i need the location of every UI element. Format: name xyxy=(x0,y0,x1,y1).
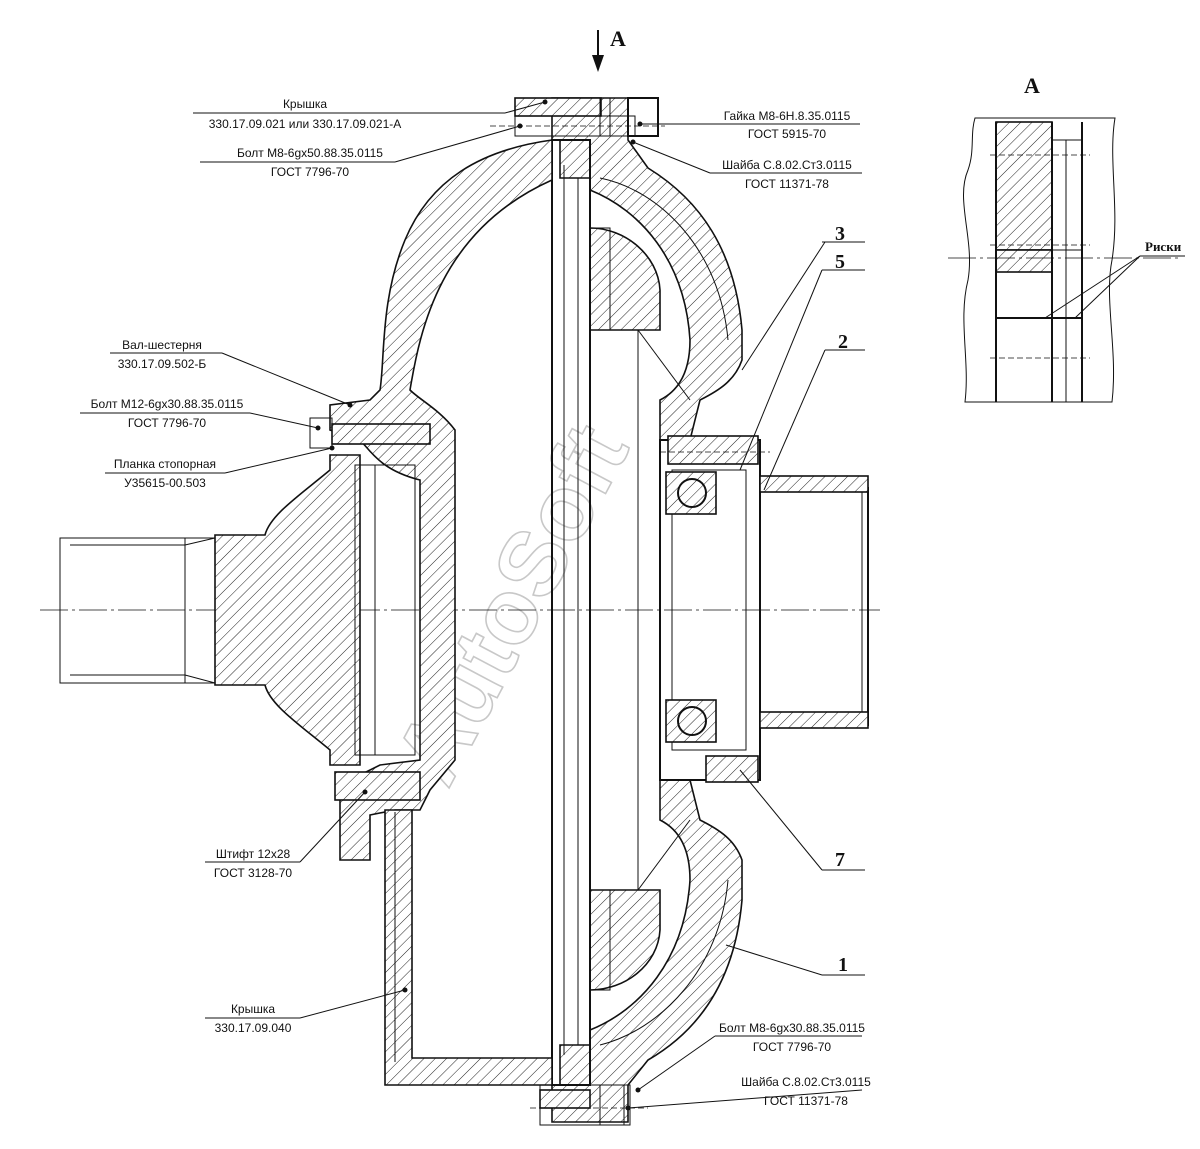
callout-cover-bottom-name: Крышка xyxy=(231,1002,275,1016)
callout-pin-name: Штифт 12х28 xyxy=(216,847,291,861)
callout-pin-code: ГОСТ 3128-70 xyxy=(214,866,292,880)
position-7: 7 xyxy=(835,849,845,871)
bottom-bolt-joint xyxy=(530,1084,648,1126)
callout-washer-top-name: Шайба С.8.02.Ст3.0115 xyxy=(722,158,852,172)
position-2: 2 xyxy=(838,331,848,353)
callout-cover-top-name: Крышка xyxy=(283,97,327,111)
view-arrow-label: А xyxy=(610,26,626,51)
left-cover xyxy=(329,139,553,861)
callout-bolt-bottom-code: ГОСТ 7796-70 xyxy=(753,1040,831,1054)
detail-title: А xyxy=(1024,73,1040,98)
gear-shaft xyxy=(59,454,416,766)
part-callouts: Крышка 330.17.09.021 или 330.17.09.021-А… xyxy=(80,97,871,1111)
position-1: 1 xyxy=(838,954,848,976)
housing-part-1 xyxy=(551,97,743,1123)
callout-bolt-m12-name: Болт М12-6gx30.88.35.0115 xyxy=(91,397,244,411)
bolt-m12 xyxy=(309,417,431,449)
position-3: 3 xyxy=(835,223,845,245)
callout-cover-bottom-code: 330.17.09.040 xyxy=(215,1021,292,1035)
callout-washer-top-code: ГОСТ 11371-78 xyxy=(745,177,829,191)
callout-nut-name: Гайка М8-6Н.8.35.0115 xyxy=(724,109,851,123)
callout-bolt-bottom-name: Болт М8-6gx30.88.35.0115 xyxy=(719,1021,865,1035)
position-callouts: 3 5 2 7 1 xyxy=(725,223,865,976)
callout-lock-plate-code: У35615-00.503 xyxy=(124,476,206,490)
callout-washer-bottom-code: ГОСТ 11371-78 xyxy=(764,1094,848,1108)
detail-break-outline xyxy=(963,117,1116,403)
bottom-cover xyxy=(384,809,553,1086)
callout-nut-code: ГОСТ 5915-70 xyxy=(748,127,826,141)
detail-view-a: А Риски xyxy=(948,73,1185,403)
callout-lock-plate-name: Планка стопорная xyxy=(114,457,216,471)
callout-cover-top-code: 330.17.09.021 или 330.17.09.021-А xyxy=(209,117,402,131)
output-shaft-part-2 xyxy=(759,475,869,729)
callout-gear-shaft-code: 330.17.09.502-Б xyxy=(118,357,207,371)
callout-bolt-top-name: Болт М8-6gx50.88.35.0115 xyxy=(237,146,383,160)
pin-12x28 xyxy=(334,771,421,801)
rotor-sections xyxy=(589,227,661,991)
callout-washer-bottom-name: Шайба С.8.02.Ст3.0115 xyxy=(741,1075,871,1089)
view-arrow-a: А xyxy=(592,26,626,72)
bearing-assembly xyxy=(659,435,770,783)
detail-marks-label: Риски xyxy=(1145,239,1182,254)
callout-bolt-top-code: ГОСТ 7796-70 xyxy=(271,165,349,179)
callout-gear-shaft-name: Вал-шестерня xyxy=(122,338,202,352)
position-5: 5 xyxy=(835,251,845,273)
callout-bolt-m12-code: ГОСТ 7796-70 xyxy=(128,416,206,430)
